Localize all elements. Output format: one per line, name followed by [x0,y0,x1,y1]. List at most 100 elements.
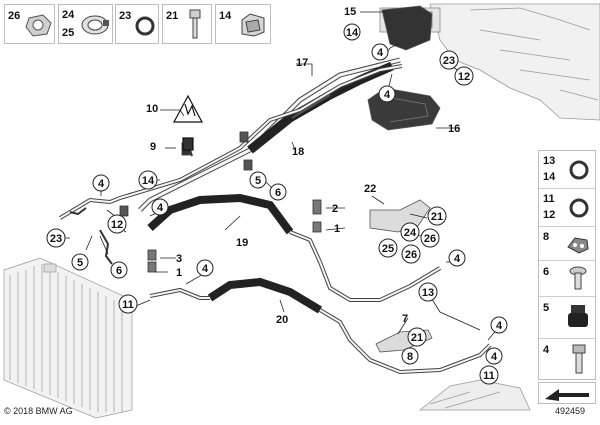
pressure-hose-19 [147,193,294,235]
legend-cell-6: 6 [539,261,595,297]
diagram-id: 492459 [555,406,586,416]
callout-21-right: 21 [427,206,447,226]
svg-text:4: 4 [377,47,384,59]
callout-17: 17 [296,57,308,69]
direction-arrow-box [538,382,596,404]
part-number: 13 [543,155,556,167]
callout-20: 20 [276,314,288,326]
svg-text:24: 24 [404,227,417,239]
legend-cell-8: 8 [539,227,595,261]
callout-11-bottom: 11 [479,365,499,385]
callout-4-right: 4 [448,249,466,267]
svg-text:4: 4 [202,263,209,275]
line-19-extension [289,230,442,302]
svg-text:6: 6 [275,187,281,199]
part-number: 14 [543,171,556,183]
svg-text:4: 4 [157,202,164,214]
callout-4-bottom: 4 [490,316,508,334]
part-number: 21 [166,10,179,22]
part-number: 26 [8,10,21,22]
callout-6-left: 6 [110,261,128,279]
svg-text:26: 26 [405,249,417,261]
refrigerant-line-upper [58,64,403,220]
svg-text:5: 5 [77,257,83,269]
svg-text:12: 12 [111,219,123,231]
callout-21-low: 21 [407,327,427,347]
nut-icon [25,14,52,37]
part-number: 25 [62,27,75,39]
callout-7: 7 [402,313,408,325]
copyright: © 2018 BMW AG [4,406,73,416]
callout-1-low: 1 [176,267,182,279]
callout-12-top: 12 [454,66,474,86]
part-cell-26: 26 [4,4,55,44]
svg-text:8: 8 [407,351,413,363]
part-number: 23 [119,10,132,22]
callout-9: 9 [150,141,156,153]
part-number: 11 [543,193,555,205]
callout-4-mid: 4 [378,85,396,103]
callout-2: 2 [332,203,338,215]
parts-legend-panel: 13 14 11 12 8 6 5 4 [538,150,596,380]
part-number: 24 [62,9,75,21]
svg-text:14: 14 [142,175,155,187]
bolt-icon [569,266,587,290]
part-15-bracket [381,5,433,51]
callout-14-top: 14 [343,23,361,41]
callout-4-bottom2: 4 [485,347,503,365]
bracket-22 [369,199,431,233]
callout-6-upper: 6 [269,183,287,201]
callout-13: 13 [418,282,438,302]
callout-23-top: 23 [439,50,459,70]
callout-3: 3 [176,253,182,265]
legend-cell-11-12: 11 12 [539,189,595,227]
o-ring-icon [135,16,155,36]
sensor-9-10 [172,94,204,151]
callout-12-left: 12 [107,214,127,234]
callout-14-mid: 14 [138,170,158,190]
callout-24: 24 [400,222,420,242]
arrow-icon [545,389,589,401]
svg-text:12: 12 [458,71,470,83]
callout-8-low: 8 [401,347,419,365]
callout-4-low: 4 [196,259,214,277]
part-cell-24-25: 24 25 [58,4,113,44]
svg-text:4: 4 [454,253,461,265]
svg-text:23: 23 [50,233,62,245]
callout-18: 18 [292,146,304,158]
svg-text:11: 11 [483,370,495,382]
callout-25: 25 [378,238,398,258]
legend-cell-13-14: 13 14 [539,151,595,189]
part-number: 14 [219,10,232,22]
callout-15: 15 [344,6,356,18]
callout-23-left: 23 [46,228,66,248]
o-ring-icon [569,198,589,218]
o-ring-icon [569,160,589,180]
svg-text:13: 13 [422,287,434,299]
callout-1-mid: 1 [334,223,340,235]
hose-clamp-icon [81,15,109,35]
callout-4-top: 4 [371,43,389,61]
part-cell-14: 14 [215,4,271,44]
svg-text:4: 4 [98,178,105,190]
bracket-clip-icon [241,13,265,37]
svg-text:23: 23 [443,55,455,67]
svg-text:14: 14 [346,27,359,39]
callout-5-upper: 5 [249,171,267,189]
svg-text:25: 25 [382,243,394,255]
pressure-hose-20 [207,277,323,314]
callout-11-left: 11 [118,294,138,314]
callout-22: 22 [364,183,376,195]
svg-text:4: 4 [491,351,498,363]
warning-triangle-icon [172,94,204,123]
callout-26-low: 26 [401,244,421,264]
callout-19: 19 [236,237,248,249]
bracket-clip-icon [567,237,589,254]
part-cell-23: 23 [115,4,159,44]
legend-cell-4: 4 [539,339,595,381]
callouts: 15 14 4 23 12 4 17 16 10 9 18 5 6 14 4 4… [46,6,508,385]
engine-bottom [418,379,531,411]
line-20-extension [149,287,492,375]
